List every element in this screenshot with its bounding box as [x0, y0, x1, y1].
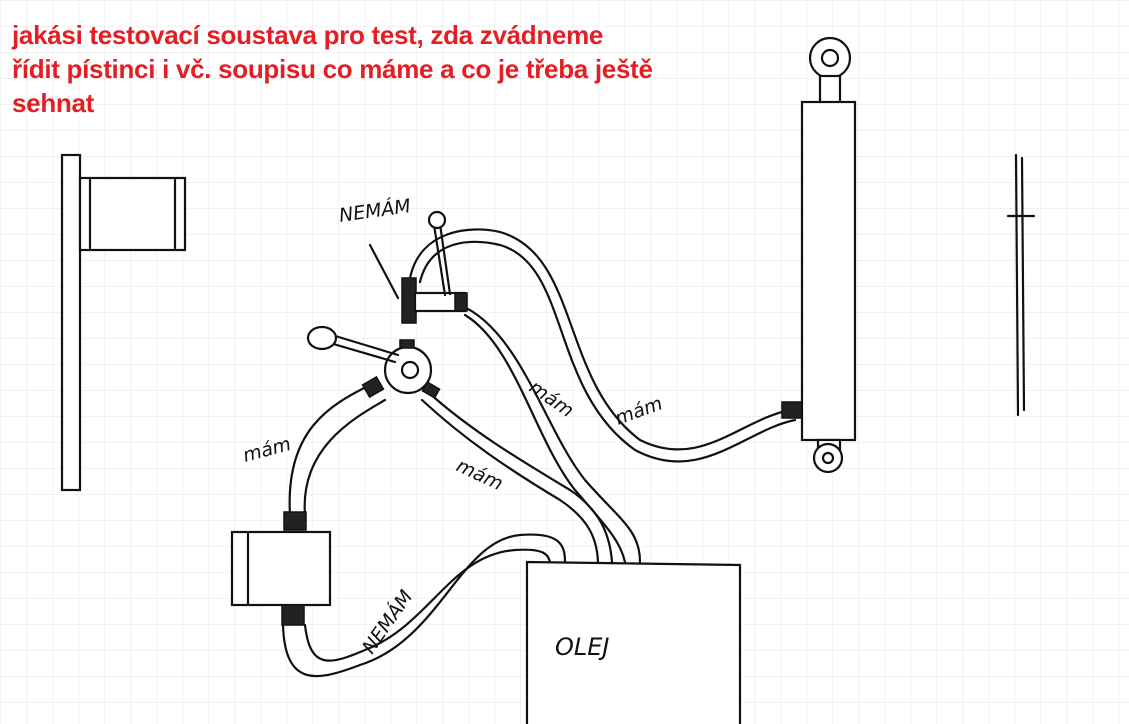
label-pointer: [368, 243, 400, 300]
title-line-2: řídit pístinci i vč. soupisu co máme a c…: [12, 54, 653, 84]
title-line-3: sehnat: [12, 88, 95, 118]
diagram-title: jakási testovací soustava pro test, zda …: [12, 18, 653, 120]
label-hose-right: mám: [612, 392, 665, 429]
right-rod: [1006, 153, 1036, 417]
title-line-1: jakási testovací soustava pro test, zda …: [12, 20, 604, 50]
label-tank: OLEJ: [555, 633, 610, 661]
pump-box: [230, 511, 332, 626]
hydraulic-cylinder: [781, 36, 857, 474]
oil-tank: [525, 560, 742, 724]
label-hose-left: mám: [241, 433, 294, 467]
control-valve: [306, 210, 468, 399]
hoses: [281, 228, 797, 678]
label-valve-top: NEMÁM: [337, 194, 412, 227]
left-stand: [60, 153, 187, 492]
